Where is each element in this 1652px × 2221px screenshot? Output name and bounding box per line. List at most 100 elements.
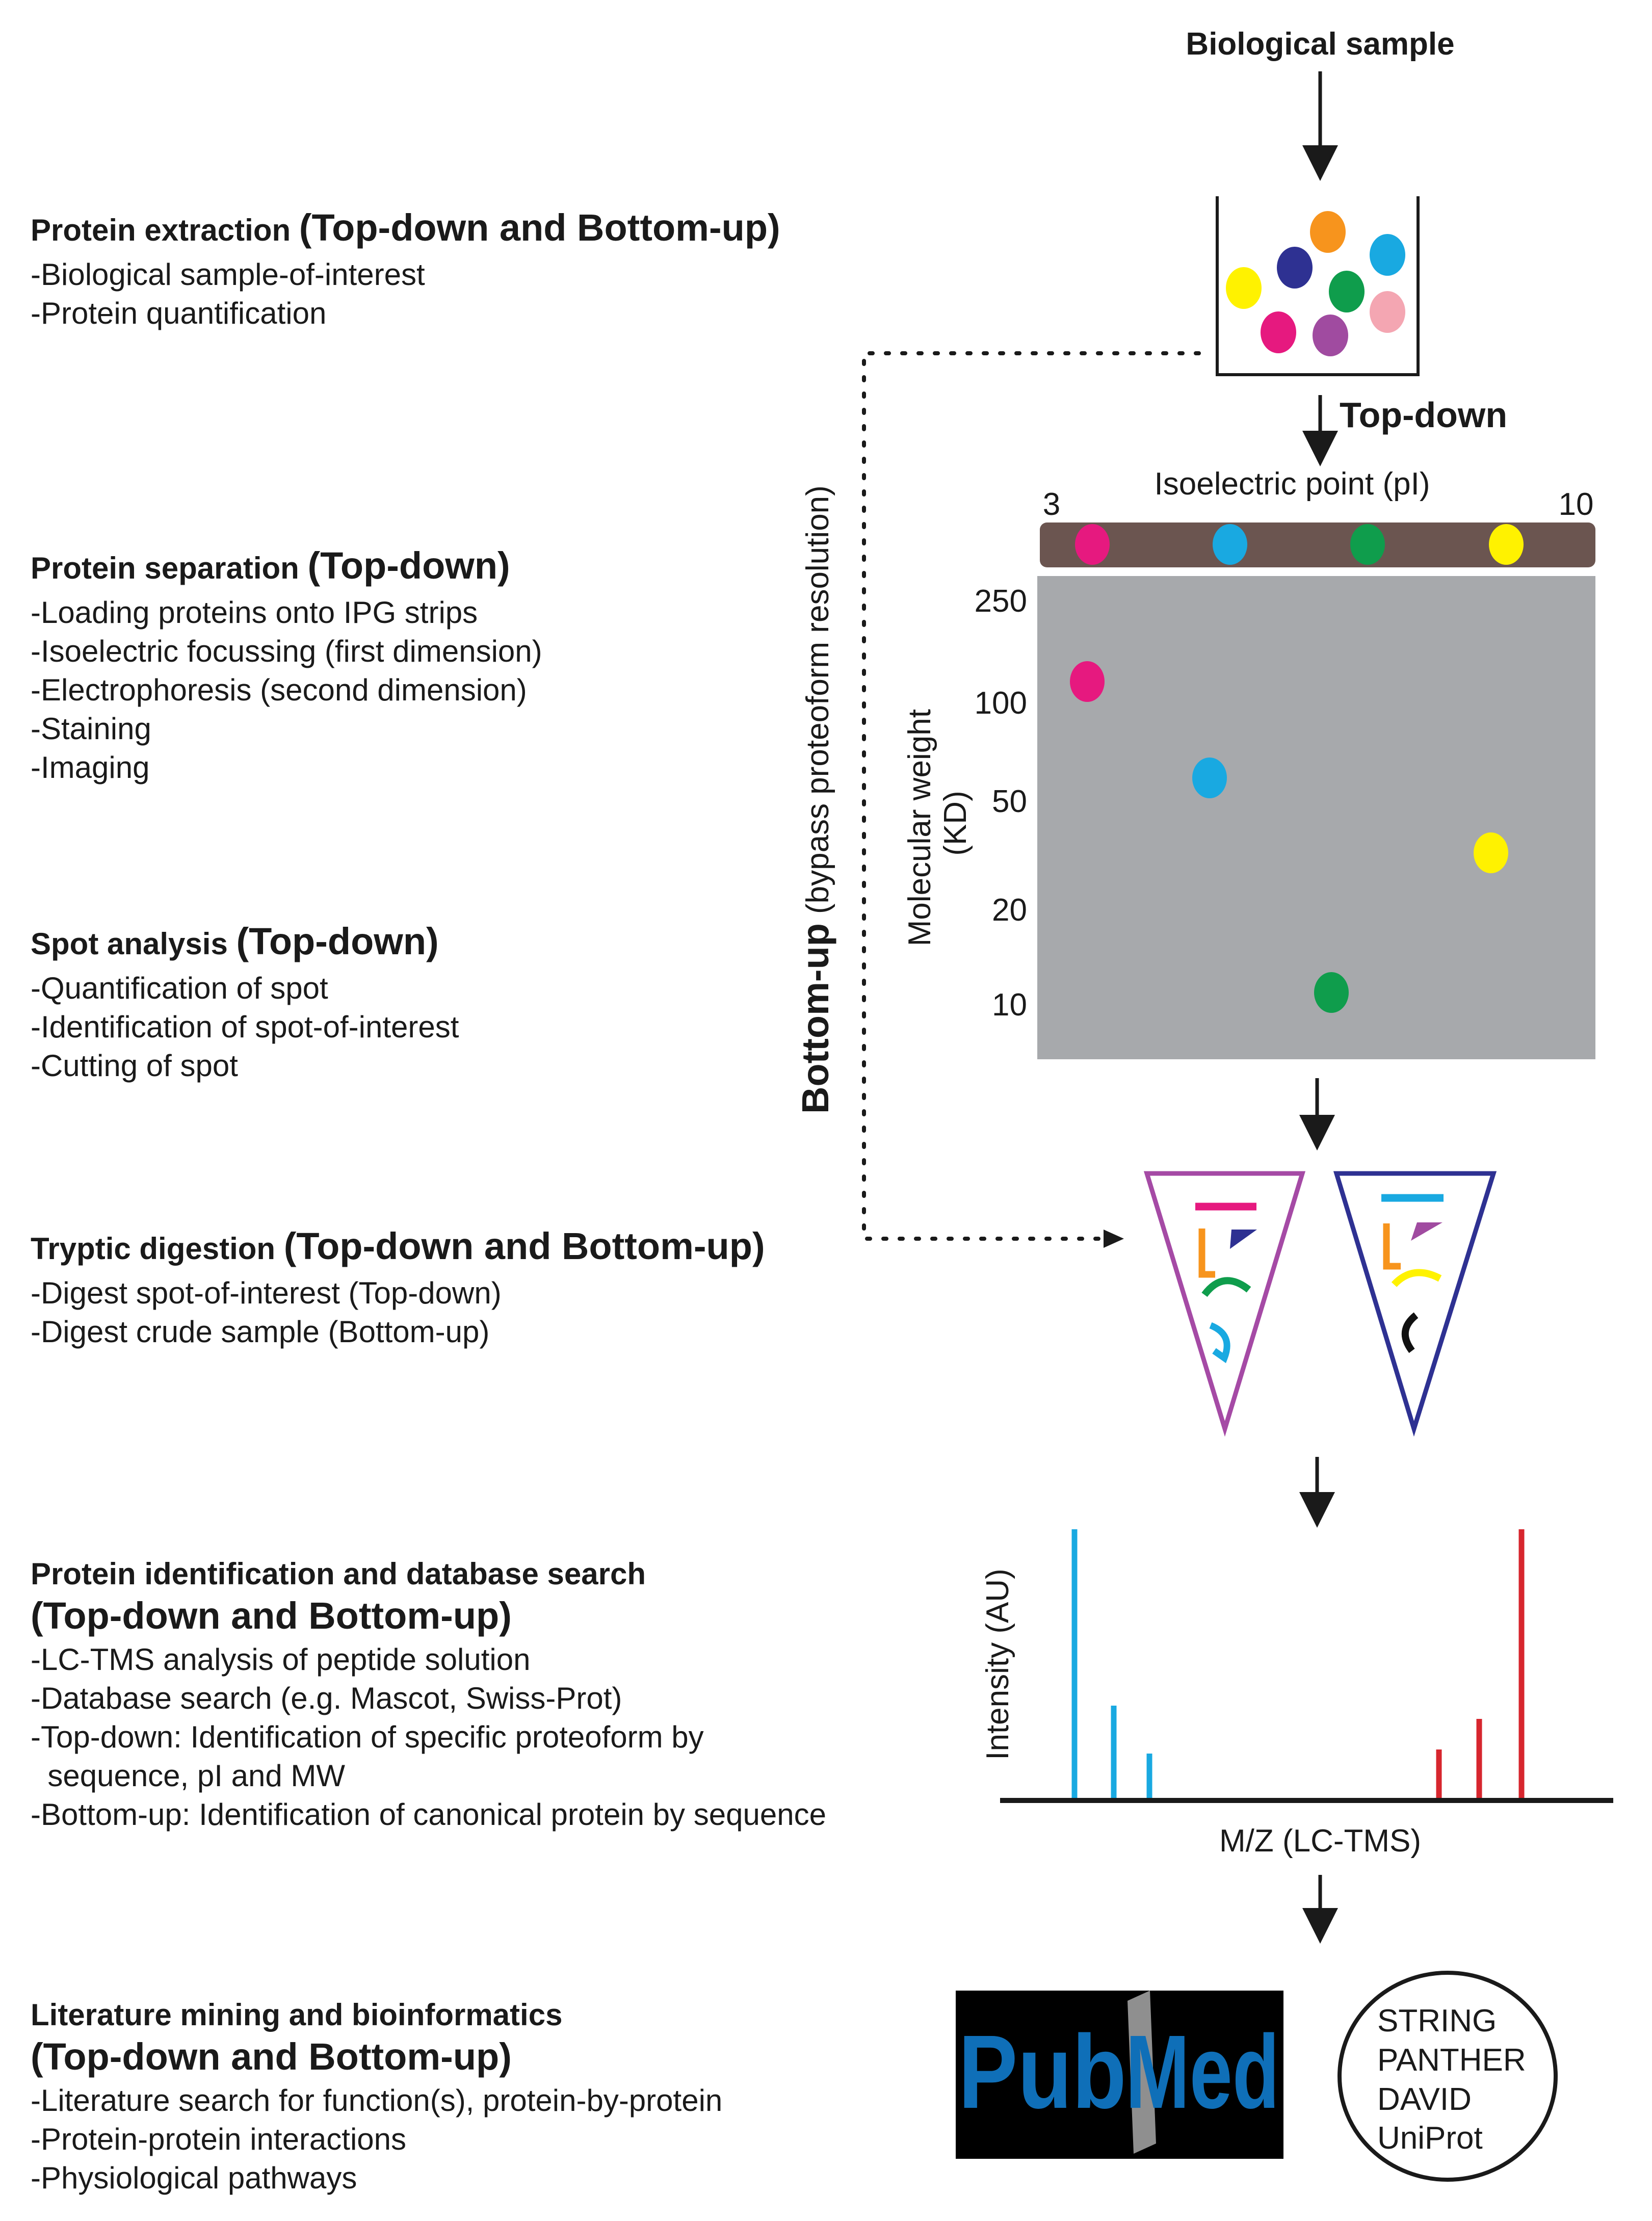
pubmed-logo-text: Med [1125,2014,1279,2130]
pubmed-page-icon [1127,1991,1156,2154]
protein-dot-cyan [1370,234,1405,276]
step-item: -Cutting of spot [31,1048,238,1083]
section-protein-extraction: Protein extraction (Top-down and Bottom-… [31,204,780,333]
gel-spot-magenta [1070,661,1105,702]
strip-spot-yellow [1489,524,1524,565]
step-list: -Digest spot-of-interest (Top-down) -Dig… [31,1274,765,1351]
peptide-fragment [1383,1223,1401,1270]
section-literature-mining: Literature mining and bioinformatics (To… [31,1996,722,2198]
peptide-fragment [1411,1222,1443,1241]
section-protein-identification: Protein identification and database sear… [31,1555,826,1834]
digestion-tube-right [1333,1171,1497,1437]
mw-tick-label: 250 [975,584,1027,619]
step-item: -Bottom-up: Identification of canonical … [31,1797,826,1832]
mw-axis-label: Molecular weight (KD) [902,700,973,946]
bottom-up-vertical-label: Bottom-up(bypass proteoform resolution) [794,485,836,1114]
tube-outline [1143,1171,1306,1437]
beaker-icon [1216,196,1420,376]
peptide-fragment [1230,1230,1257,1249]
gel-spot-yellow [1474,832,1508,873]
protein-dot-green [1329,271,1365,312]
step-item: -Literature search for function(s), prot… [31,2083,723,2118]
digestion-tube-left [1143,1171,1306,1437]
strip-spot-magenta [1075,524,1110,565]
mw-axis-label-line1: Molecular weight [902,709,937,946]
tool-name: UniProt [1377,2121,1483,2156]
mw-axis-label-line2: (KD) [938,791,973,855]
section-title: Tryptic digestion [31,1232,276,1266]
step-list: -Biological sample-of-interest -Protein … [31,255,780,333]
step-item: -Quantification of spot [31,971,328,1005]
section-title: Literature mining and bioinformatics [31,1998,563,2032]
bioinformatics-tools: STRING PANTHER DAVID UniProt [1338,1971,1558,2182]
peptide-fragment [1401,1312,1419,1353]
peptide-fragment [1198,1229,1215,1278]
pi-max-label: 10 [1559,487,1594,522]
step-item: sequence, pI and MW [31,1758,345,1793]
section-title-suffix: (Top-down and Bottom-up) [31,2035,512,2078]
biological-sample-label: Biological sample [1186,27,1454,62]
ipg-strip [1040,522,1595,567]
section-title: Protein extraction [31,213,291,247]
protein-dot-magenta [1261,311,1296,353]
step-item: -LC-TMS analysis of peptide solution [31,1642,531,1677]
pi-axis-label: Isoelectric point (pI) [1155,466,1430,502]
tool-name: DAVID [1377,2082,1472,2117]
peptide-fragment [1209,1322,1230,1364]
step-item: -Electrophoresis (second dimension) [31,672,527,707]
protein-dot-orange [1310,211,1346,253]
section-tryptic-digestion: Tryptic digestion (Top-down and Bottom-u… [31,1222,765,1351]
tube-outline [1333,1171,1497,1437]
step-item: -Database search (e.g. Mascot, Swiss-Pro… [31,1681,622,1715]
sample-beaker [1216,196,1420,376]
gel-spot-green [1314,972,1349,1013]
step-item: -Digest spot-of-interest (Top-down) [31,1275,502,1310]
spectrum-y-label: Intensity (AU) [980,1569,1015,1760]
step-item: -Staining [31,711,151,746]
step-item: -Top-down: Identification of specific pr… [31,1719,704,1754]
pi-min-label: 3 [1043,487,1060,522]
step-item: -Imaging [31,750,150,785]
step-item: -Physiological pathways [31,2160,357,2195]
spectrum-x-label: M/Z (LC-TMS) [1219,1823,1421,1859]
section-title: Protein identification and database sear… [31,1557,646,1591]
tool-name: STRING [1377,2003,1497,2039]
step-item: -Protein-protein interactions [31,2122,407,2156]
gel-spot-cyan [1192,757,1227,798]
pubmed-logo: Pub Med [956,1991,1283,2159]
mass-spectrum: Intensity (AU) M/Z (LC-TMS) [980,1529,1613,1859]
step-list: -Literature search for function(s), prot… [31,2081,722,2198]
step-list: -Quantification of spot -Identification … [31,969,459,1085]
step-item: -Loading proteins onto IPG strips [31,595,478,630]
section-protein-separation: Protein separation (Top-down) -Loading p… [31,542,542,787]
mw-tick-label: 20 [992,893,1027,928]
section-title-suffix: (Top-down and Bottom-up) [283,1225,765,1267]
arrow-right-icon [1104,1230,1124,1248]
protein-dot-navy [1277,247,1313,289]
step-item: -Digest crude sample (Bottom-up) [31,1314,490,1349]
pubmed-logo-background [956,1991,1283,2159]
protein-dot-purple [1313,315,1348,356]
bottom-up-label: Bottom-up [794,923,836,1114]
top-down-label: Top-down [1340,395,1507,435]
step-item: -Isoelectric focussing (first dimension) [31,634,542,668]
mw-tick-label: 10 [992,987,1027,1023]
section-title-suffix: (Top-down) [236,920,439,962]
step-list: -Loading proteins onto IPG strips -Isoel… [31,593,542,787]
pubmed-logo-text: Pub [958,2014,1126,2130]
step-item: -Protein quantification [31,296,327,330]
mw-tick-label: 50 [992,784,1027,819]
section-title-suffix: (Top-down and Bottom-up) [31,1594,512,1637]
section-title-suffix: (Top-down) [307,544,510,587]
section-title: Protein separation [31,551,299,585]
bypass-dotted-path [862,351,1201,1241]
section-title: Spot analysis [31,927,228,961]
section-title-suffix: (Top-down and Bottom-up) [299,206,780,249]
mw-tick-label: 100 [975,686,1027,721]
strip-spot-green [1350,524,1385,565]
step-list: -LC-TMS analysis of peptide solution -Da… [31,1640,826,1834]
strip-spot-cyan [1213,524,1247,565]
tool-name: PANTHER [1377,2043,1526,2078]
tools-circle [1338,1971,1558,2182]
